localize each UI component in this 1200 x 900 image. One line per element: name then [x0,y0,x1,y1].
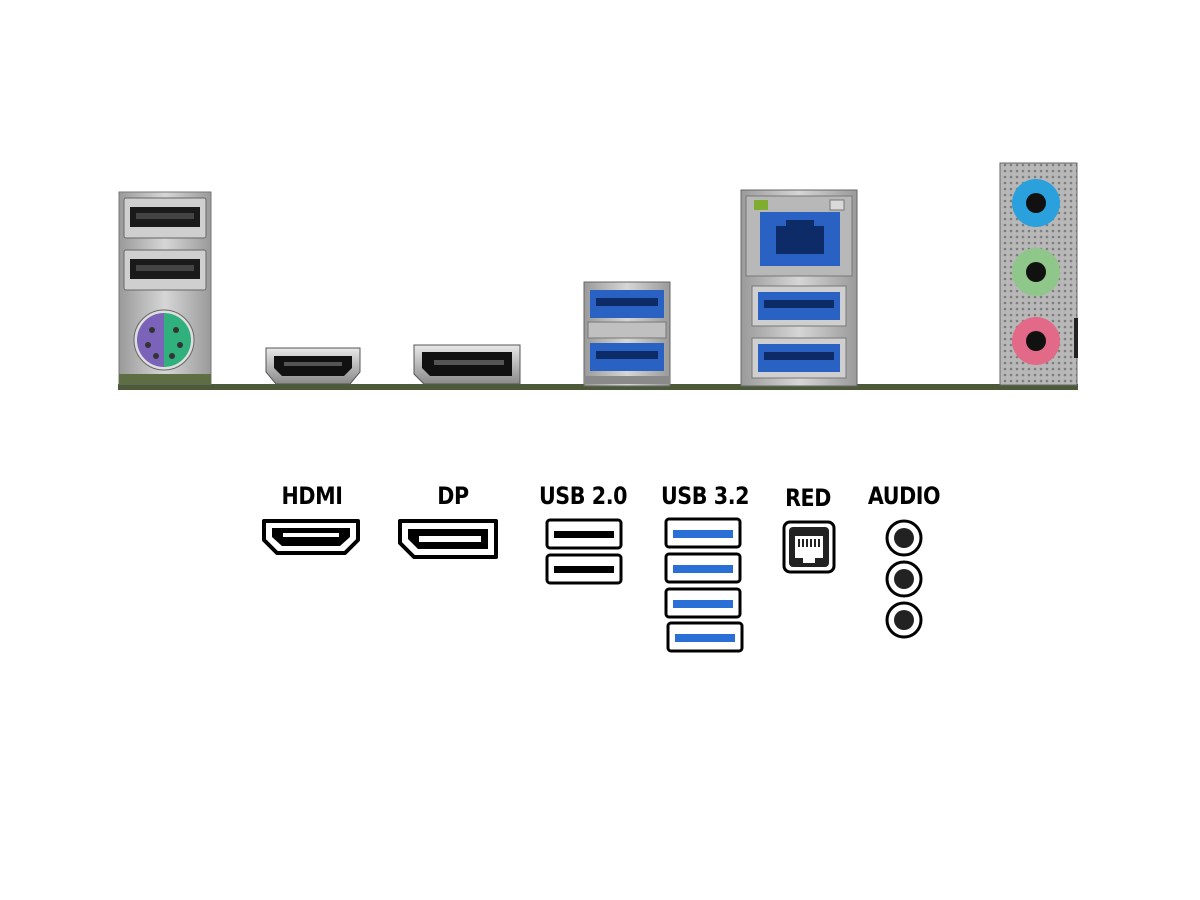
hdmi-port [265,347,361,385]
usb2-ps2-stack [118,191,212,385]
displayport-icon [398,519,498,559]
rj45-icon [782,520,836,574]
board-edge [118,384,1078,390]
displayport-port [413,344,521,385]
rear-io-panel [118,162,1078,390]
legend-label-red: RED [785,484,831,512]
audio-jack-stack [999,162,1078,386]
legend-label-dp: DP [437,482,469,510]
legend-label-audio: AUDIO [867,482,941,510]
legend-label-usb32: USB 3.2 [660,482,750,510]
legend-label-usb20: USB 2.0 [538,482,628,510]
usb32-icon [664,517,744,653]
audio-jack-icon [885,519,923,639]
usb20-icon [545,518,623,585]
legend-label-hdmi: HDMI [281,482,343,510]
hdmi-icon [262,519,360,555]
usb32-double-port [583,281,671,387]
lan-usb32-stack [740,189,858,387]
